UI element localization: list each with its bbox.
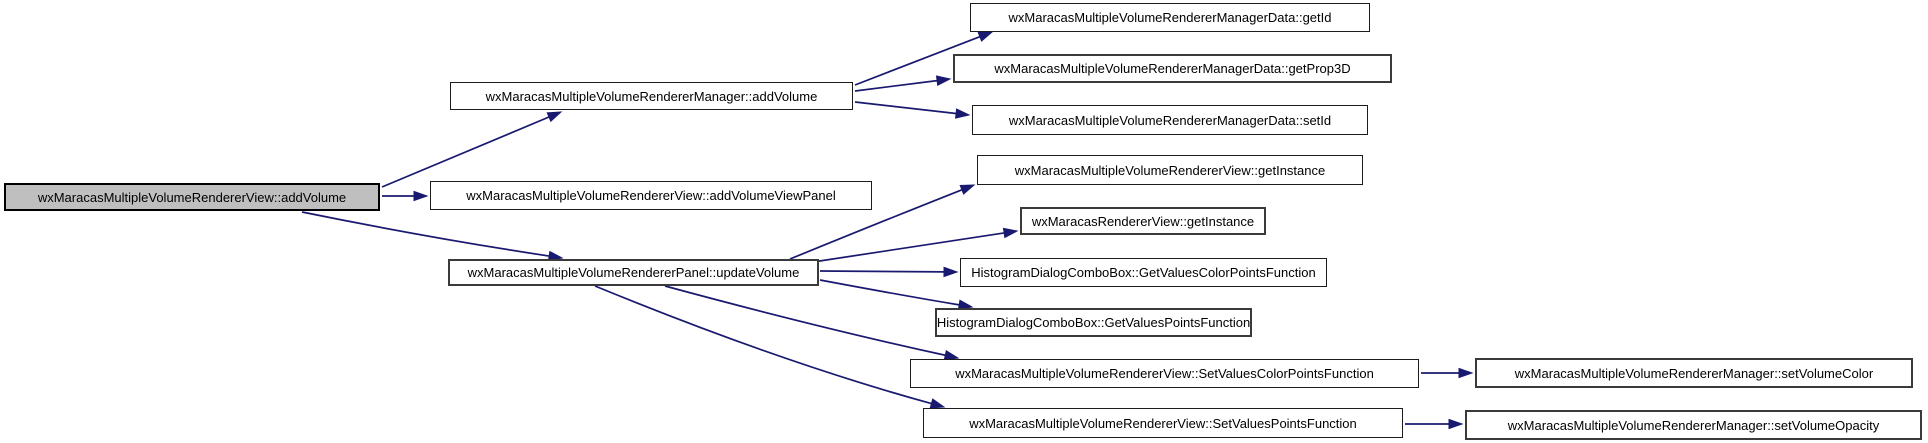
graph-node-view-addVolumeViewPanel[interactable]: wxMaracasMultipleVolumeRendererView::add…: [430, 181, 872, 210]
graph-node-view-addVolume: wxMaracasMultipleVolumeRendererView::add…: [4, 183, 380, 211]
arrowhead-icon: [1448, 418, 1464, 430]
arrowhead-icon: [413, 190, 429, 202]
arrowhead-icon: [959, 184, 976, 195]
arrowhead-icon: [935, 75, 952, 86]
call-edge-panel-updateVolume--combobox-GetValuesColorPointsFunction: [819, 270, 945, 273]
graph-node-panel-updateVolume[interactable]: wxMaracasMultipleVolumeRendererPanel::up…: [448, 259, 819, 286]
graph-node-manager-setVolumeOpacity[interactable]: wxMaracasMultipleVolumeRendererManager::…: [1465, 410, 1922, 440]
arrowhead-icon: [943, 266, 959, 278]
arrowhead-icon: [1002, 227, 1019, 239]
arrowhead-icon: [977, 31, 994, 42]
graph-node-managerdata-getProp3D[interactable]: wxMaracasMultipleVolumeRendererManagerDa…: [953, 54, 1392, 83]
call-edge-view-addVolume--manager-addVolume: [381, 116, 550, 188]
arrowhead-icon: [1458, 367, 1474, 379]
arrowhead-icon: [954, 108, 971, 119]
call-edge-manager-addVolume--managerdata-getProp3D: [854, 79, 938, 92]
graph-node-rendererview-getInstance[interactable]: wxMaracasRendererView::getInstance: [1020, 207, 1266, 235]
arrowhead-icon: [929, 398, 946, 409]
graph-node-view-getInstance[interactable]: wxMaracasMultipleVolumeRendererView::get…: [977, 155, 1363, 185]
graph-node-combobox-GetValuesColorPointsFunction[interactable]: HistogramDialogComboBox::GetValuesColorP…: [960, 258, 1327, 287]
graph-node-combobox-GetValuesPointsFunction[interactable]: HistogramDialogComboBox::GetValuesPoints…: [935, 308, 1252, 337]
graph-node-managerdata-getId[interactable]: wxMaracasMultipleVolumeRendererManagerDa…: [970, 3, 1370, 32]
graph-node-view-SetValuesColorPointsFunction[interactable]: wxMaracasMultipleVolumeRendererView::Set…: [910, 359, 1419, 388]
graph-node-view-SetValuesPointsFunction[interactable]: wxMaracasMultipleVolumeRendererView::Set…: [923, 408, 1403, 438]
arrowhead-icon: [546, 111, 563, 123]
graph-node-manager-setVolumeColor[interactable]: wxMaracasMultipleVolumeRendererManager::…: [1475, 358, 1913, 388]
graph-node-managerdata-setId[interactable]: wxMaracasMultipleVolumeRendererManagerDa…: [972, 105, 1368, 135]
call-edge-panel-updateVolume--view-SetValuesPointsFunction: [594, 285, 932, 405]
call-edge-panel-updateVolume--view-SetValuesColorPointsFunction: [664, 285, 946, 357]
call-edge-view-addVolume--panel-updateVolume: [301, 211, 550, 257]
graph-node-manager-addVolume[interactable]: wxMaracasMultipleVolumeRendererManager::…: [450, 82, 853, 110]
call-edge-manager-addVolume--managerdata-setId: [854, 101, 957, 115]
call-edge-panel-updateVolume--combobox-GetValuesPointsFunction: [819, 279, 960, 306]
